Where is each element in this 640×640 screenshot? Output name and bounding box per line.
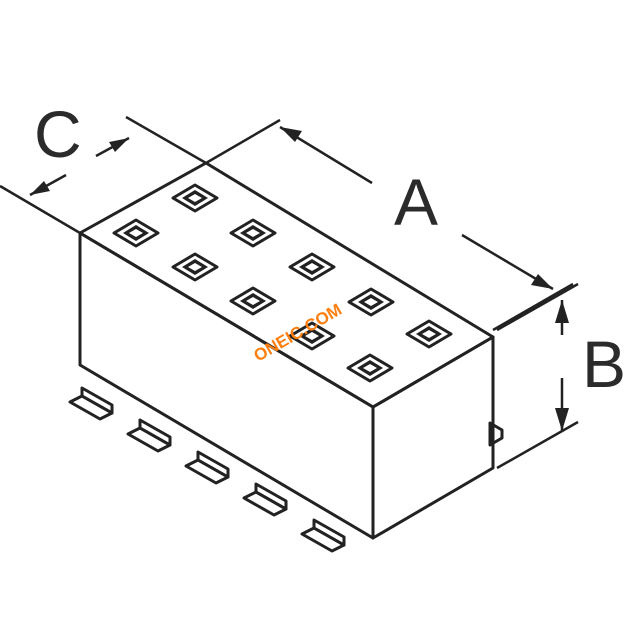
- pin-socket: [288, 252, 336, 282]
- smt-pad: [126, 418, 172, 453]
- smt-pad: [184, 450, 230, 485]
- arrowhead: [531, 274, 553, 289]
- pin-socket: [112, 218, 160, 248]
- body-side-face: [371, 335, 495, 540]
- arrowhead: [555, 300, 569, 323]
- smt-pad: [242, 482, 288, 517]
- pin-socket: [229, 218, 277, 248]
- smt-pads: [68, 386, 504, 553]
- pin-socket: [346, 353, 394, 383]
- dimension-label-b: B: [582, 327, 626, 401]
- pin-sockets: [112, 183, 453, 383]
- arrowhead: [109, 138, 129, 152]
- smt-pad: [300, 518, 346, 553]
- arrowhead: [555, 408, 569, 431]
- extension-line: [492, 282, 574, 332]
- extension-line: [205, 118, 281, 165]
- extension-line: [125, 115, 207, 165]
- pin-socket: [347, 287, 395, 317]
- dimension-c: [0, 115, 207, 235]
- dimension-label-c: C: [34, 97, 82, 171]
- dimension-label-a: A: [394, 165, 438, 239]
- pin-socket: [405, 319, 453, 349]
- pin-socket: [171, 252, 219, 282]
- smt-pad: [68, 386, 114, 421]
- arrowhead: [30, 181, 50, 195]
- body-front-face: [78, 231, 375, 540]
- extension-line: [496, 282, 579, 332]
- pin-socket: [229, 286, 277, 316]
- smt-pad-rear: [488, 421, 504, 447]
- connector-body: [78, 161, 495, 540]
- pin-socket: [171, 183, 219, 213]
- extension-line: [0, 184, 81, 235]
- arrowhead: [280, 127, 302, 142]
- dimension-a: [205, 118, 574, 332]
- extension-line: [496, 420, 579, 470]
- pin-socket: [288, 321, 336, 351]
- dimension-b: [496, 282, 579, 470]
